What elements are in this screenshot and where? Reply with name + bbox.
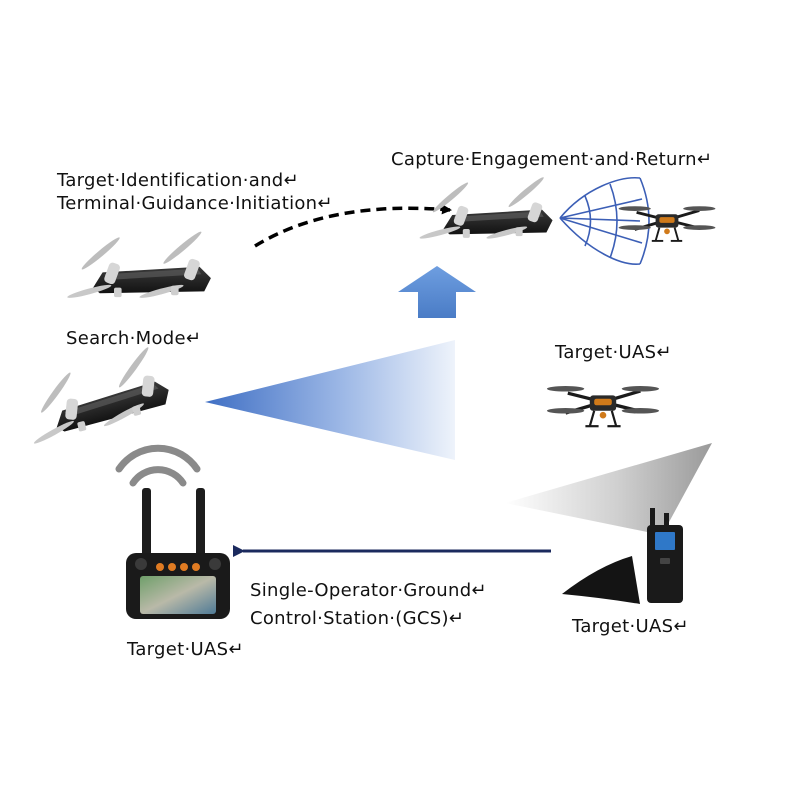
ground-control-station-icon xyxy=(126,488,230,619)
interceptor-drone-search-icon xyxy=(16,342,175,447)
dashed-arrow-icon xyxy=(254,204,452,248)
target-identification-label-line1: Target·Identification·and↵ xyxy=(57,170,299,191)
quadcopter-icon xyxy=(545,384,661,428)
target-identification-label-line2: Terminal·Guidance·Initiation↵ xyxy=(57,193,333,214)
sensor-beam-icon xyxy=(205,340,455,460)
target-uas-bottom-right-label: Target·UAS↵ xyxy=(572,616,689,637)
interceptor-drone-capture-icon xyxy=(418,175,553,241)
search-mode-label: Search·Mode↵ xyxy=(66,328,202,349)
gcs-label-line2: Control·Station·(GCS)↵ xyxy=(250,608,465,629)
capture-engagement-label: Capture·Engagement·and·Return↵ xyxy=(391,149,713,170)
quadcopter-captured-icon xyxy=(617,204,717,243)
handheld-radio-icon xyxy=(647,508,683,603)
target-uas-left-label: Target·UAS↵ xyxy=(127,639,244,660)
target-uas-right-label: Target·UAS↵ xyxy=(555,342,672,363)
gcs-label-line1: Single-Operator·Ground↵ xyxy=(250,580,487,601)
sensor-beam-gray-icon xyxy=(505,443,712,535)
radar-sensor-icon xyxy=(562,556,640,604)
up-arrow-icon xyxy=(398,266,476,318)
interceptor-drone-icon xyxy=(66,229,211,301)
capture-net-icon xyxy=(559,177,650,265)
wifi-signal-icon xyxy=(115,444,201,487)
